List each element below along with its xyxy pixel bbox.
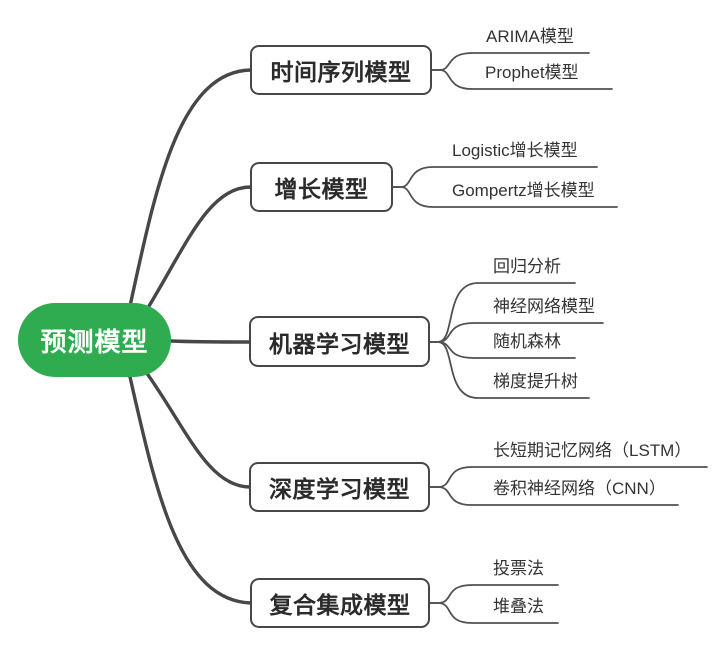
leaf-node-regression[interactable]: 回归分析	[493, 257, 561, 276]
connector-root-branch-4	[144, 370, 252, 489]
root-node[interactable]: 预测模型	[18, 303, 171, 377]
leaf-node-gradient-boosting[interactable]: 梯度提升树	[493, 372, 578, 391]
connector-root-branch-5	[128, 375, 253, 605]
leaf-node-prophet[interactable]: Prophet模型	[485, 63, 579, 82]
branch-node-label: 增长模型	[274, 176, 369, 202]
connector-branch5-leaf-2	[429, 602, 559, 624]
leaf-node-stacking[interactable]: 堆叠法	[493, 597, 544, 616]
leaf-node-arima[interactable]: ARIMA模型	[486, 27, 574, 46]
branch-node-growth[interactable]: 增长模型	[250, 162, 393, 212]
connector-root-branch-1	[128, 68, 253, 308]
leaf-node-voting[interactable]: 投票法	[493, 559, 544, 578]
branch-node-label: 复合集成模型	[269, 592, 411, 618]
branch-node-deep-learning[interactable]: 深度学习模型	[249, 462, 430, 512]
connector-branch4-leaf-2	[429, 486, 679, 506]
branch-node-label: 时间序列模型	[270, 59, 412, 85]
leaf-node-cnn[interactable]: 卷积神经网络（CNN）	[493, 479, 666, 498]
connector-branch2-leaf-2	[392, 186, 618, 208]
root-node-label: 预测模型	[40, 326, 149, 357]
branch-node-time-series[interactable]: 时间序列模型	[250, 45, 432, 95]
leaf-node-logistic[interactable]: Logistic增长模型	[452, 141, 578, 160]
branch-node-ensemble[interactable]: 复合集成模型	[250, 578, 430, 628]
leaf-node-gompertz[interactable]: Gompertz增长模型	[452, 181, 595, 200]
leaf-node-lstm[interactable]: 长短期记忆网络（LSTM）	[493, 441, 692, 460]
leaf-node-random-forest[interactable]: 随机森林	[493, 332, 561, 351]
connector-branch1-leaf-2	[431, 69, 613, 90]
branch-node-machine-learning[interactable]: 机器学习模型	[249, 316, 430, 367]
connector-branch3-leaf-4	[429, 341, 590, 399]
connector-root-branch-3	[169, 339, 252, 344]
branch-node-label: 深度学习模型	[269, 476, 410, 502]
connector-root-branch-2	[144, 185, 253, 313]
branch-node-label: 机器学习模型	[269, 330, 410, 357]
leaf-node-neural-network[interactable]: 神经网络模型	[493, 297, 595, 316]
